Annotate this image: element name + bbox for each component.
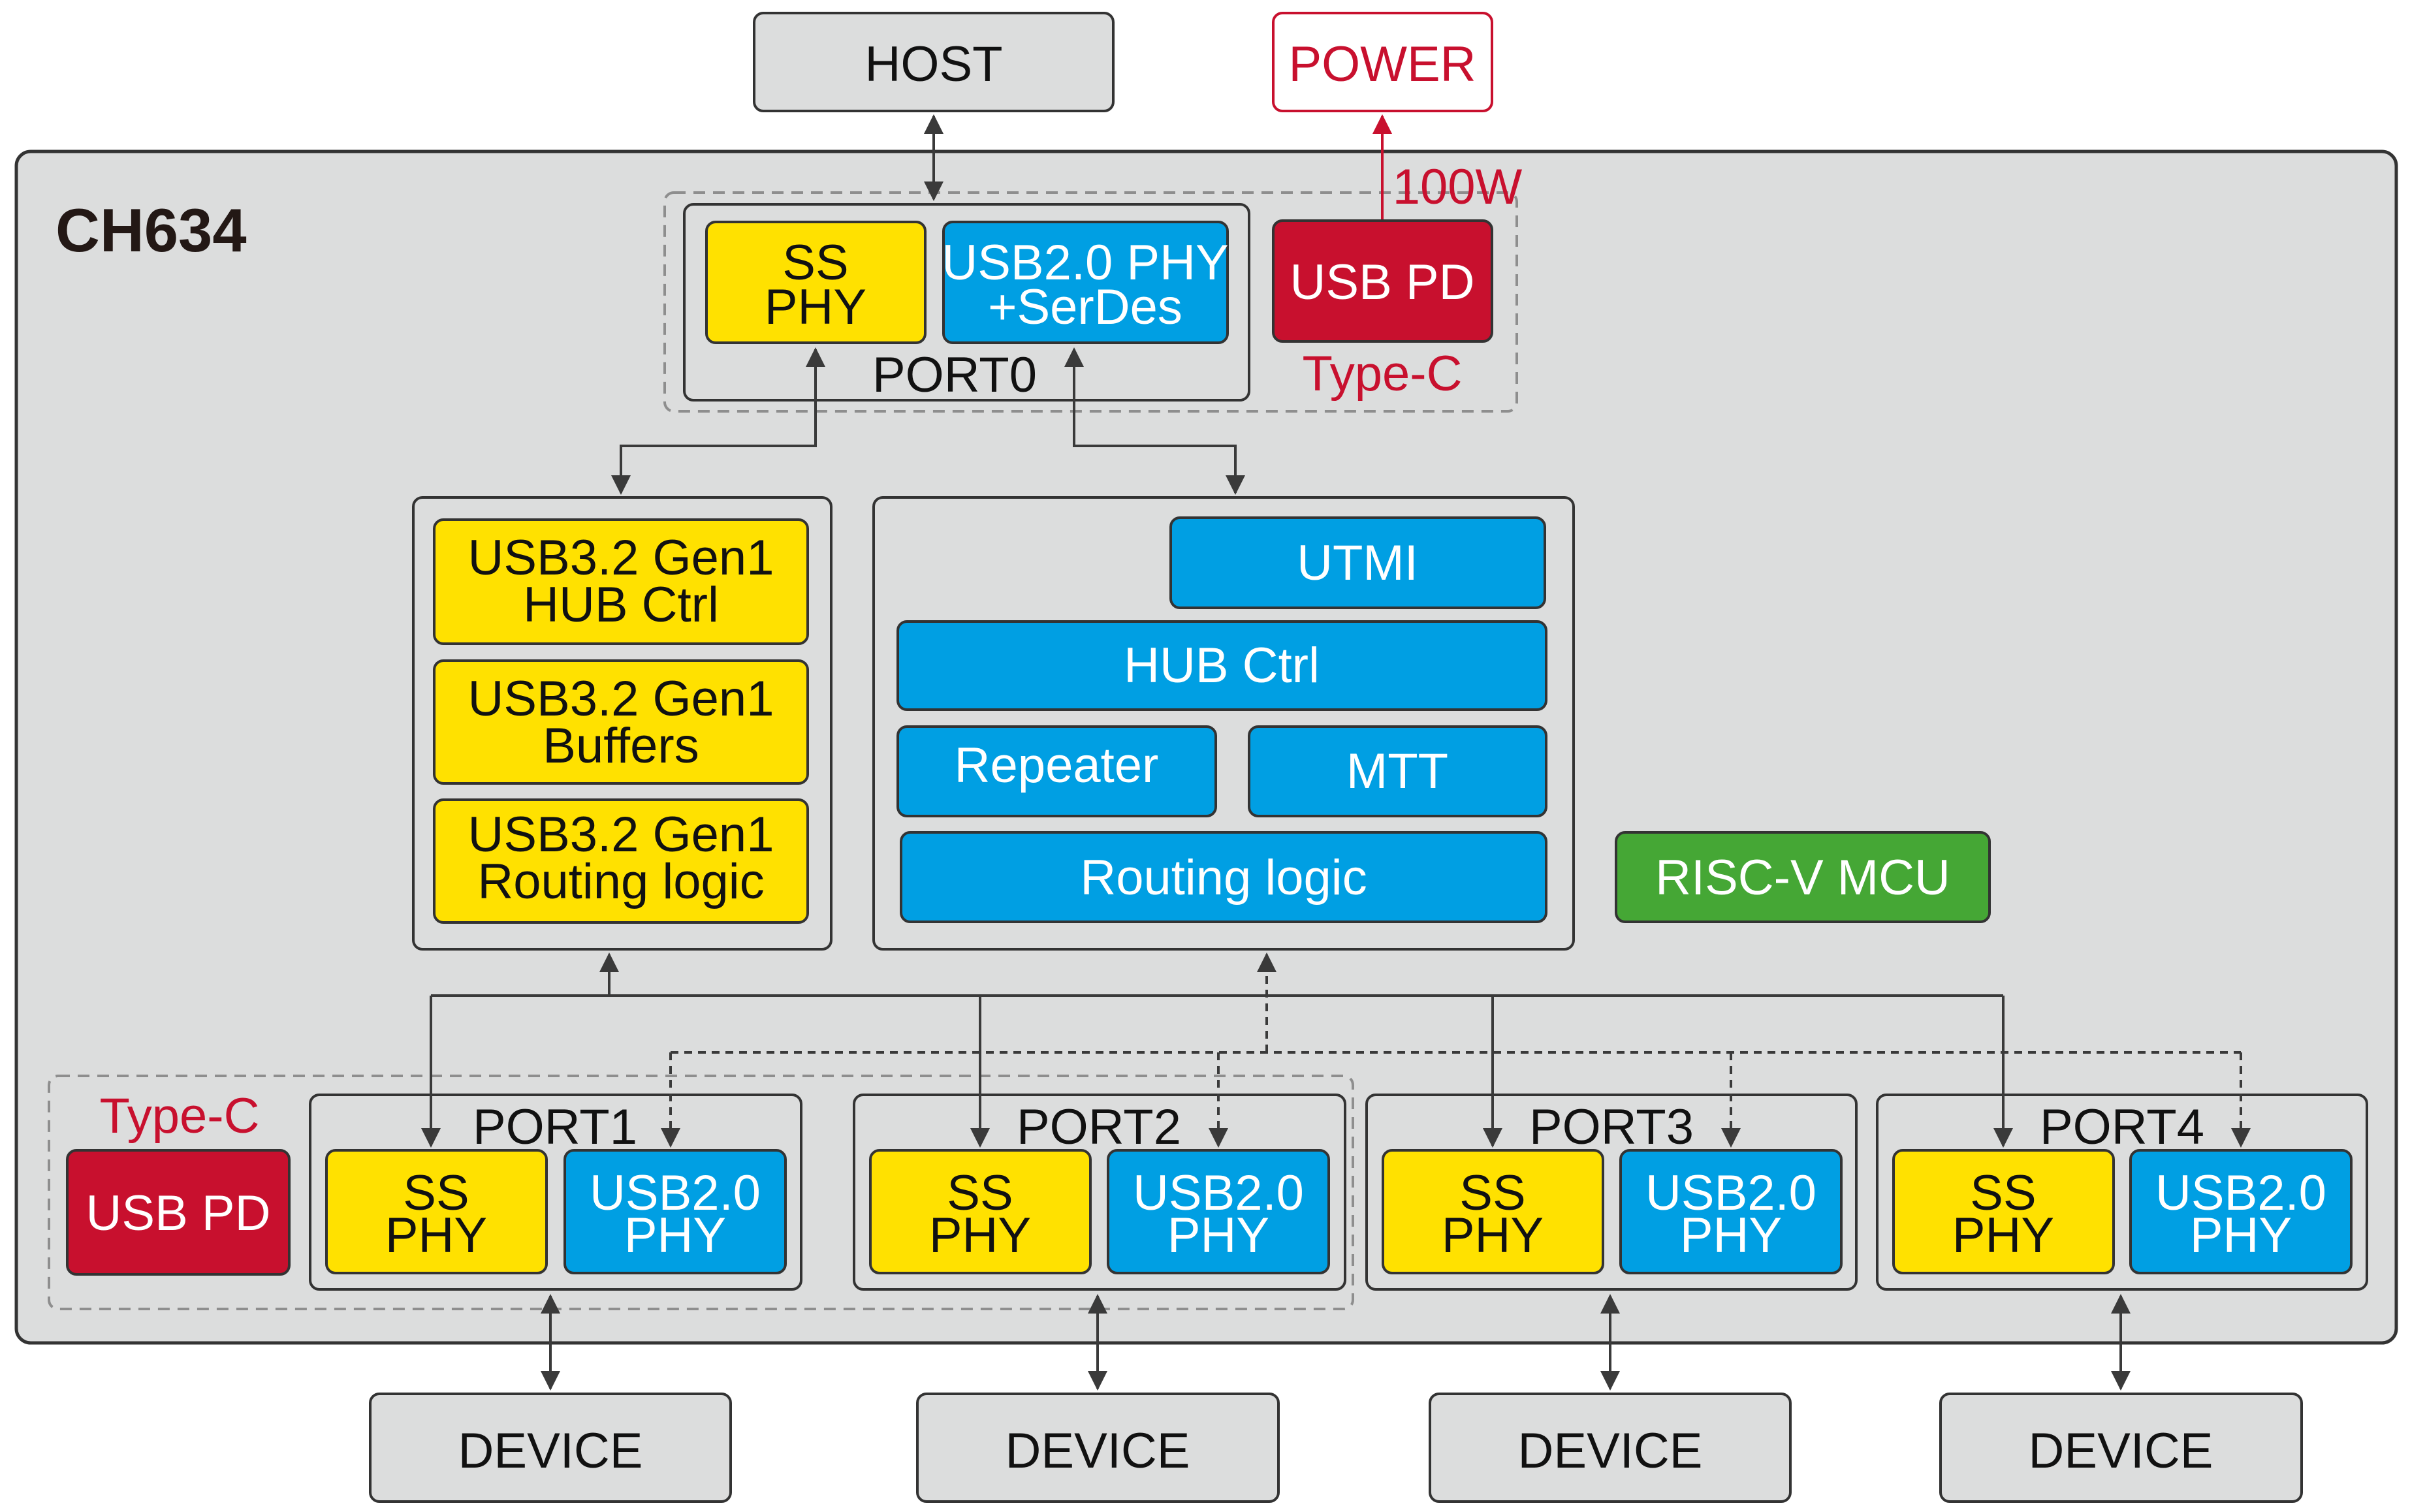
device-label-1: DEVICE [458,1423,643,1479]
chip-name: CH634 [55,196,247,264]
port1-label: PORT1 [473,1099,637,1155]
device-box-2: DEVICE [916,1393,1280,1503]
power-label: POWER [1288,37,1476,92]
hs-utmi: UTMI [1169,516,1546,609]
downstream-typec-label: Type-C [100,1088,260,1144]
ss-hub-ctrl-line1: USB3.2 Gen1 [468,530,774,586]
upstream-typec-label: Type-C [1303,346,1463,402]
hs-routing-logic: Routing logic [900,831,1547,923]
port0-ss-phy-line1: SS [782,235,848,291]
port4-usb2-phy-line1: USB2.0 [2155,1165,2326,1221]
ss-buffers-line2: Buffers [543,718,699,774]
port3-label: PORT3 [1529,1099,1694,1155]
port3-ss-phy: SS PHY [1382,1149,1604,1274]
device-box-3: DEVICE [1429,1393,1792,1503]
port0-ss-to-ss-block [611,347,825,495]
port1-usb2-phy-line1: USB2.0 [590,1165,761,1221]
host-box: HOST [753,12,1115,112]
port3-usb2-phy: USB2.0 PHY [1619,1149,1843,1274]
port0-usb2-phy-line2: +SerDes [988,279,1182,335]
port3-ss-phy-line2: PHY [1442,1208,1544,1263]
ss-buffers: USB3.2 Gen1 Buffers [433,659,809,785]
port4-ss-phy-line1: SS [1970,1165,2036,1221]
port2-ss-phy: SS PHY [869,1149,1092,1274]
device-box-1: DEVICE [369,1393,732,1503]
downstream-usb-pd-label: USB PD [86,1186,271,1241]
hs-mtt-label: MTT [1346,744,1448,799]
port2-usb2-phy-line2: PHY [1167,1208,1269,1263]
upstream-usb-pd-label: USB PD [1290,255,1475,310]
port3-ss-phy-line1: SS [1459,1165,1525,1221]
risc-v-mcu-label: RISC-V MCU [1655,850,1950,906]
port4-usb2-phy-line2: PHY [2190,1208,2292,1263]
upstream-usb-pd: USB PD [1272,219,1493,343]
power-rating-label: 100W [1393,159,1523,215]
port1-usb2-phy-line2: PHY [624,1208,726,1263]
device-label-3: DEVICE [1518,1423,1703,1479]
hs-repeater: Repeater [896,725,1217,817]
downstream-usb-pd: USB PD [66,1149,291,1276]
port4-ss-phy-line2: PHY [1952,1208,2054,1263]
port0-label: PORT0 [872,347,1037,403]
hs-repeater-label: Repeater [955,738,1159,793]
port0-ss-phy-line2: PHY [765,279,866,335]
device-box-4: DEVICE [1939,1393,2303,1503]
port4-usb2-phy: USB2.0 PHY [2129,1149,2353,1274]
port2-usb2-phy-line1: USB2.0 [1133,1165,1304,1221]
port4-ss-phy: SS PHY [1892,1149,2115,1274]
port0-usb2-phy-line1: USB2.0 PHY [942,235,1228,291]
port2-usb2-phy: USB2.0 PHY [1107,1149,1330,1274]
risc-v-mcu: RISC-V MCU [1615,831,1991,923]
hs-utmi-label: UTMI [1297,535,1418,591]
port0-usb2-to-hs-block [1064,347,1245,495]
hs-routing-label: Routing logic [1080,850,1367,906]
hs-hub-ctrl: HUB Ctrl [896,620,1547,711]
hs-hub-ctrl-label: HUB Ctrl [1124,638,1320,693]
ss-buffers-line1: USB3.2 Gen1 [468,671,774,727]
ss-hub-ctrl-line2: HUB Ctrl [523,577,719,633]
port2-ss-phy-line1: SS [947,1165,1013,1221]
ss-routing-logic: USB3.2 Gen1 Routing logic [433,798,809,924]
port0-usb2-phy-serdes: USB2.0 PHY +SerDes [942,221,1229,344]
ss-hub-ctrl: USB3.2 Gen1 HUB Ctrl [433,518,809,645]
port1-ss-phy: SS PHY [325,1149,548,1274]
port2-ss-phy-line2: PHY [929,1208,1031,1263]
hs-mtt: MTT [1248,725,1547,817]
ss-routing-line2: Routing logic [477,854,764,909]
device-label-4: DEVICE [2029,1423,2213,1479]
host-label: HOST [864,37,1002,92]
ss-routing-line1: USB3.2 Gen1 [468,807,774,862]
port3-usb2-phy-line2: PHY [1680,1208,1782,1263]
port1-ss-phy-line1: SS [403,1165,469,1221]
port1-ss-phy-line2: PHY [385,1208,487,1263]
port1-usb2-phy: USB2.0 PHY [563,1149,787,1274]
port2-label: PORT2 [1017,1099,1181,1155]
port0-ss-phy: SS PHY [705,221,927,344]
port3-usb2-phy-line1: USB2.0 [1645,1165,1816,1221]
power-box: POWER [1272,12,1493,112]
port4-label: PORT4 [2040,1099,2204,1155]
device-label-2: DEVICE [1006,1423,1190,1479]
